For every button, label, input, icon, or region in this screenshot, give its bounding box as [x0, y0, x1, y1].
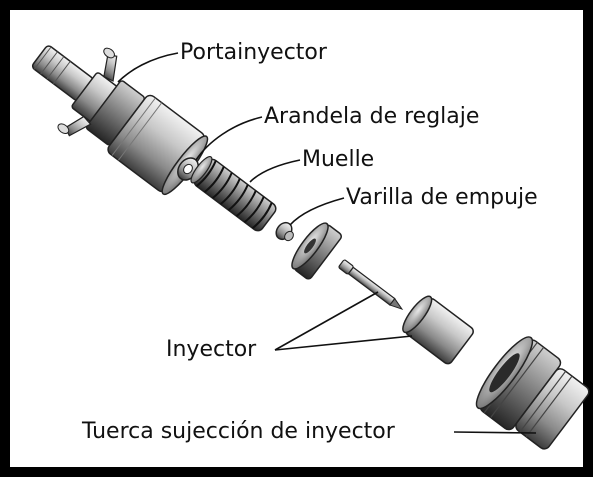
label-tuerca: Tuerca sujección de inyector — [82, 419, 395, 445]
label-portainyector: Portainyector — [180, 40, 327, 66]
intermediate-disc-part — [287, 219, 343, 281]
leader-varilla — [290, 198, 344, 225]
label-muelle: Muelle — [302, 147, 374, 173]
label-inyector: Inyector — [166, 337, 256, 363]
tuerca-part — [469, 331, 593, 456]
inyector-body-part — [398, 293, 475, 366]
label-varilla: Varilla de empuje — [346, 185, 538, 211]
leader-tuerca — [454, 432, 536, 433]
leader-portainyector — [118, 53, 178, 82]
label-arandela: Arandela de reglaje — [264, 104, 479, 130]
muelle-part — [188, 154, 278, 233]
leader-muelle — [250, 160, 300, 182]
inyector-needle-part — [338, 259, 405, 313]
